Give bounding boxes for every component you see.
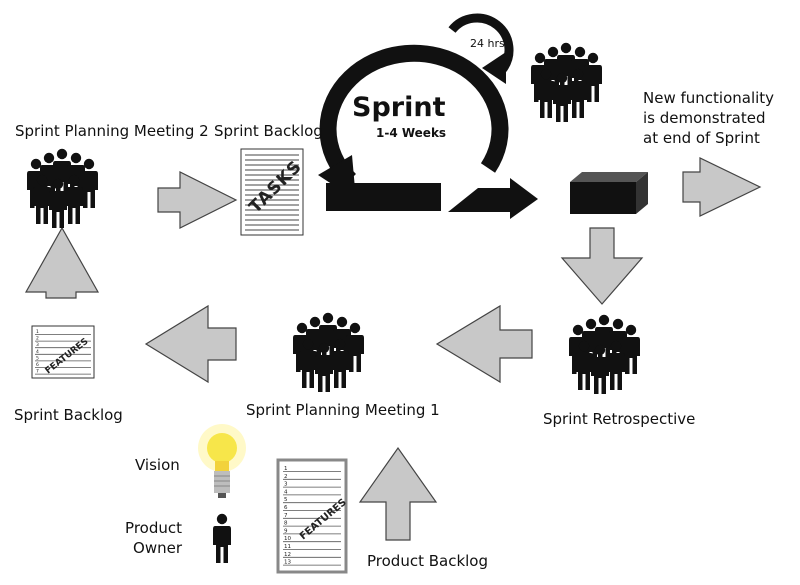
product-increment-box	[570, 172, 648, 214]
document-row-number: 9	[284, 528, 288, 534]
document-row-number: 13	[284, 560, 291, 566]
document-row-number: 4	[36, 349, 39, 355]
arrow-left-retro	[435, 304, 533, 384]
daily-loop-arrow	[448, 13, 514, 84]
daily-duration: 24 hrs	[470, 37, 505, 50]
document-row-number: 6	[36, 362, 39, 368]
label-retrospective: Sprint Retrospective	[543, 410, 696, 428]
arrow-right-to-backlog	[157, 171, 238, 229]
document-row-number: 3	[284, 482, 288, 488]
team-icon-planning2	[27, 149, 98, 228]
document-row-number: 7	[36, 369, 39, 375]
label-vision: Vision	[135, 456, 180, 474]
label-sprint-backlog-top: Sprint Backlog	[214, 122, 323, 140]
product-owner-icon	[213, 513, 231, 563]
document-row-number: 7	[284, 513, 288, 519]
document-row-number: 6	[284, 505, 288, 511]
team-icon-topright	[531, 43, 602, 122]
document-row-number: 11	[284, 544, 291, 550]
lightbulb-icon	[198, 424, 246, 498]
arrow-down-retro	[560, 227, 644, 305]
label-product-owner: Product Owner	[125, 519, 182, 557]
document-row-number: 4	[284, 489, 288, 495]
label-planning-meeting-1: Sprint Planning Meeting 1	[246, 401, 440, 419]
label-planning-meeting-2: Sprint Planning Meeting 2	[15, 122, 209, 140]
document-row-number: 1	[36, 329, 39, 335]
label-product-backlog: Product Backlog	[367, 552, 489, 570]
arrow-right-end	[682, 157, 762, 217]
arrow-left-planning1	[144, 304, 237, 384]
document-row-number: 10	[284, 536, 291, 542]
document-row-number: 12	[284, 552, 291, 558]
document-row-number: 5	[284, 497, 288, 503]
team-icon-planning1	[293, 313, 364, 392]
sprint-duration: 1-4 Weeks	[376, 126, 447, 140]
team-icon-retro	[569, 315, 640, 394]
document-row-number: 3	[36, 342, 39, 348]
label-new-functionality: New functionality is demonstrated at end…	[643, 89, 775, 147]
document-row-number: 5	[36, 355, 39, 361]
document-row-number: 2	[36, 336, 39, 342]
tasks-document-icon: TASKS	[240, 148, 306, 236]
sprint-cycle-arrow	[318, 44, 509, 211]
sprint-title: Sprint	[352, 92, 446, 123]
document-row-number: 8	[284, 521, 288, 527]
document-row-number: 2	[284, 474, 288, 480]
label-sprint-backlog-left: Sprint Backlog	[14, 406, 123, 424]
arrow-up-product-backlog	[358, 446, 438, 541]
document-row-number: 1	[284, 466, 288, 472]
output-arrow	[448, 178, 538, 219]
arrow-up-planning2	[24, 226, 100, 299]
